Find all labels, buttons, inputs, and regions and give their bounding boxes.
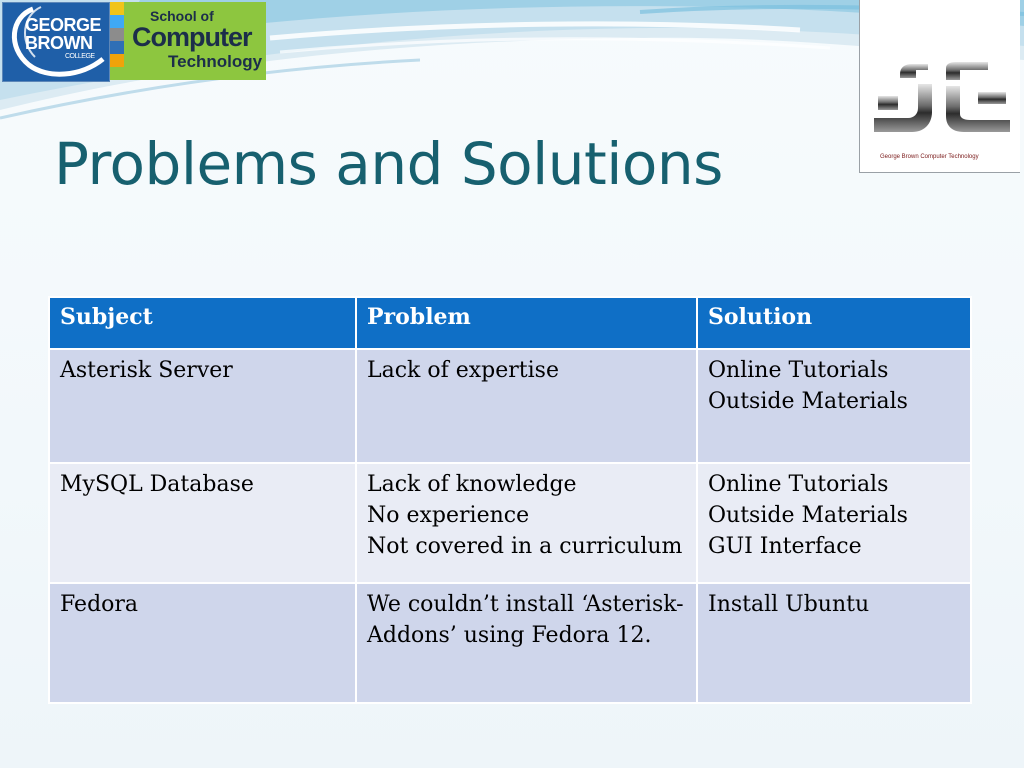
header-subject: Subject [48, 296, 357, 350]
slide-title: Problems and Solutions [54, 130, 723, 198]
cell-solution: Online Tutorials Outside Materials GUI I… [696, 462, 972, 584]
logo-text-computer: Computer [132, 22, 252, 52]
cell-problem: We couldn’t install ‘Asterisk-Addons’ us… [355, 582, 698, 704]
cell-text: Online Tutorials [708, 472, 889, 497]
table-row: Fedora We couldn’t install ‘Asterisk-Add… [48, 582, 972, 704]
department-logo-caption: George Brown Computer Technology [880, 154, 979, 160]
cell-text: Asterisk Server [60, 358, 233, 383]
logo-text-brown: BROWN [25, 33, 93, 53]
logo-text-george: GEORGE [25, 15, 102, 35]
header-solution: Solution [696, 296, 972, 350]
table-row: MySQL Database Lack of knowledge No expe… [48, 462, 972, 584]
department-logo: George Brown Computer Technology [859, 0, 1020, 173]
cell-text: No experience [367, 503, 530, 528]
cell-subject: Asterisk Server [48, 348, 357, 464]
cell-text: MySQL Database [60, 472, 254, 497]
cell-solution: Online Tutorials Outside Materials [696, 348, 972, 464]
header-problem: Problem [355, 296, 698, 350]
cell-problem: Lack of expertise [355, 348, 698, 464]
cell-solution: Install Ubuntu [696, 582, 972, 704]
cell-text: Online Tutorials [708, 358, 889, 383]
cell-text: GUI Interface [708, 534, 862, 559]
logo-swoosh-icon [12, 6, 105, 77]
cell-text: Outside Materials [708, 503, 908, 528]
table-row: Asterisk Server Lack of expertise Online… [48, 348, 972, 464]
jc-emblem-icon [874, 62, 1010, 132]
cell-subject: Fedora [48, 582, 357, 704]
problems-solutions-table: Subject Problem Solution Asterisk Server… [48, 296, 972, 704]
logo-text-school-of: School of [150, 8, 214, 24]
school-of-computer-technology-logo: School of Computer Technology [124, 2, 266, 80]
cell-problem: Lack of knowledge No experience Not cove… [355, 462, 698, 584]
logo-text-technology: Technology [168, 52, 263, 71]
cell-subject: MySQL Database [48, 462, 357, 584]
cell-text: Outside Materials [708, 389, 908, 414]
cell-text: Fedora [60, 592, 139, 617]
cell-text: Lack of knowledge [367, 472, 577, 497]
george-brown-logo: GEORGE BROWN COLLEGE [2, 2, 110, 82]
cell-text: Lack of expertise [367, 358, 559, 383]
logo-text-college: COLLEGE [65, 53, 95, 60]
cell-text: We couldn’t install ‘Asterisk-Addons’ us… [367, 592, 684, 648]
table-header-row: Subject Problem Solution [48, 296, 972, 350]
logo-color-strip [110, 2, 124, 80]
cell-text: Install Ubuntu [708, 592, 870, 617]
cell-text: Not covered in a curriculum [367, 534, 683, 559]
